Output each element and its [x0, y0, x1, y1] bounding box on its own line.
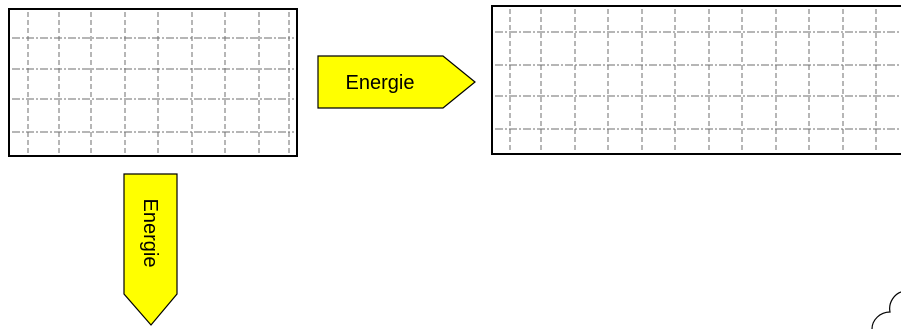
energy-arrow-down: Energie [123, 173, 178, 326]
energy-arrow-down-shape [123, 173, 178, 326]
cloud-icon [871, 291, 901, 329]
energy-arrow-right-shape [317, 55, 476, 109]
energy-arrow-right-label: Energie [346, 72, 415, 94]
left-box-frame [8, 8, 298, 157]
right-grid-lines [495, 9, 901, 151]
right-box-frame [491, 5, 901, 155]
cloud-icon-outline [871, 291, 901, 329]
energy-arrow-right: Energie [317, 55, 476, 109]
left-grid-lines [12, 12, 294, 153]
energy-arrow-down-label: Energie [139, 199, 161, 268]
right-grid-box [491, 5, 901, 155]
left-grid-box [8, 8, 298, 157]
